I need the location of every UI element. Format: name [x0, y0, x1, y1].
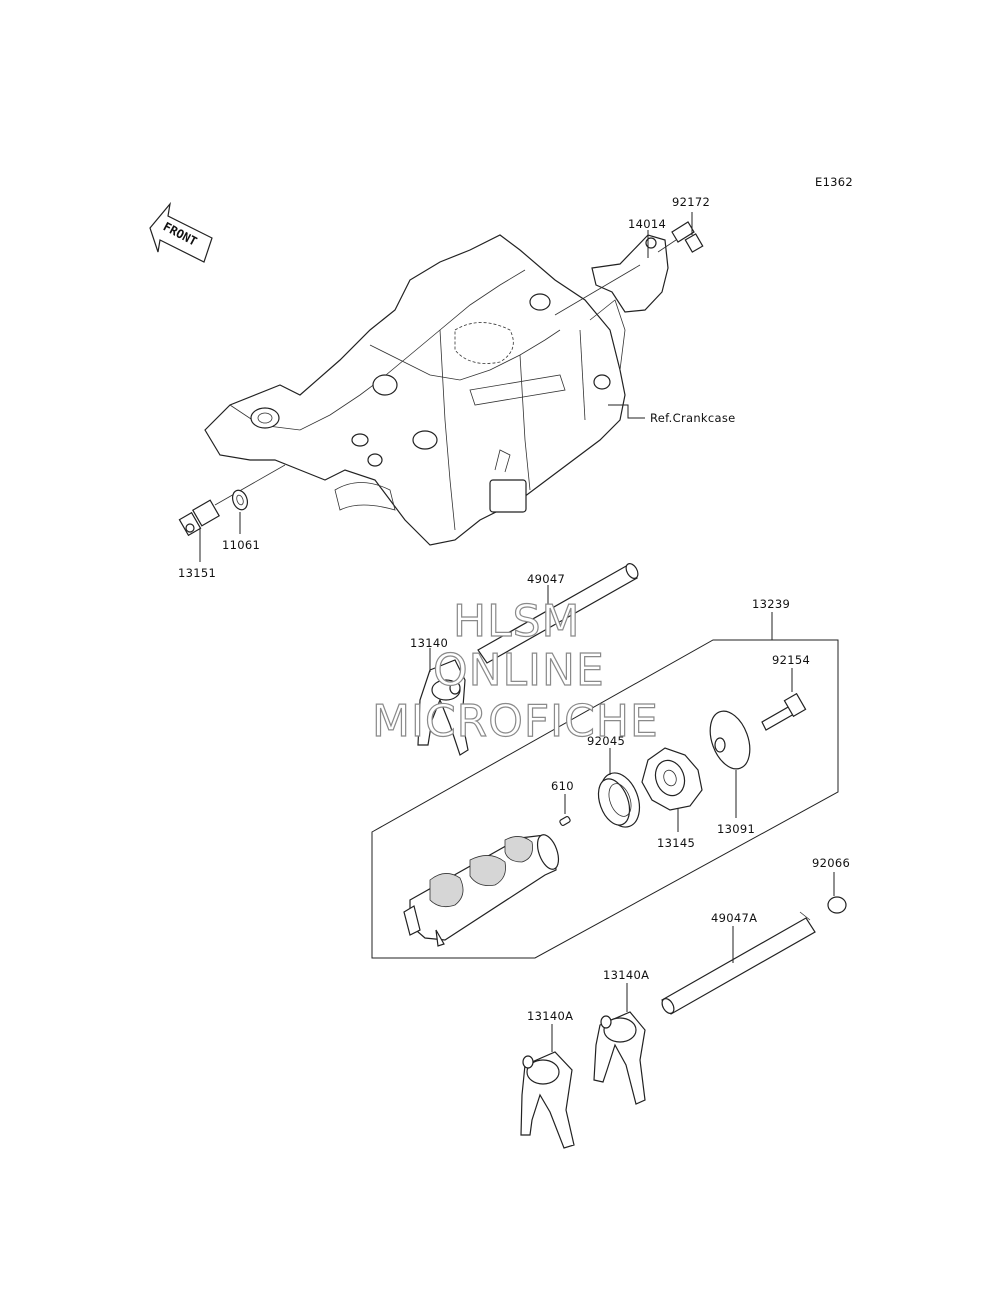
watermark-line1: HLSM: [453, 596, 581, 647]
washer-11061: [231, 489, 249, 511]
diagram-code: E1362: [815, 175, 853, 189]
part-number-14014: 14014: [628, 217, 666, 231]
part-number-13140: 13140: [410, 636, 448, 650]
part-number-13151: 13151: [178, 566, 216, 580]
part-number-49047: 49047: [527, 572, 565, 586]
disc-13091: [709, 710, 751, 770]
part-number-92066: 92066: [812, 856, 850, 870]
part-number-13140A-left: 13140A: [527, 1009, 573, 1023]
shift-fork-13140A-right: [593, 1011, 646, 1105]
pin-610: [559, 816, 571, 826]
part-number-13239: 13239: [752, 597, 790, 611]
shift-drum: [403, 834, 560, 947]
bearing-92045: [597, 772, 641, 828]
part-number-610: 610: [551, 779, 574, 793]
shift-fork-13140: [417, 659, 469, 756]
shift-cam-13145: [641, 747, 703, 811]
shift-drum-plate-14014: [591, 234, 669, 313]
assembly-box-13239: [371, 639, 839, 959]
part-number-92172: 92172: [672, 195, 710, 209]
shift-rod-49047: [477, 563, 639, 664]
bolt-92154: [761, 692, 807, 731]
part-number-11061: 11061: [222, 538, 260, 552]
part-number-49047A: 49047A: [711, 911, 757, 925]
cap-92066: [827, 896, 847, 914]
crankcase-illustration: [204, 234, 626, 546]
part-number-13091: 13091: [717, 822, 755, 836]
ref-crankcase-label: Ref.Crankcase: [650, 411, 736, 425]
shift-fork-13140A-left: [520, 1051, 575, 1149]
part-number-13145: 13145: [657, 836, 695, 850]
watermark-line2: ONLINE: [433, 645, 605, 696]
bolt-92172: [671, 221, 704, 253]
shift-rod-49047A: [661, 911, 816, 1015]
watermark: HLSM ONLINE MICROFICHE: [371, 595, 659, 747]
neutral-switch-13151: [178, 499, 220, 537]
front-arrow-icon: FRONT: [149, 201, 213, 263]
part-number-92045: 92045: [587, 734, 625, 748]
part-number-92154: 92154: [772, 653, 810, 667]
part-number-13140A-right: 13140A: [603, 968, 649, 982]
watermark-line3: MICROFICHE: [372, 696, 659, 747]
